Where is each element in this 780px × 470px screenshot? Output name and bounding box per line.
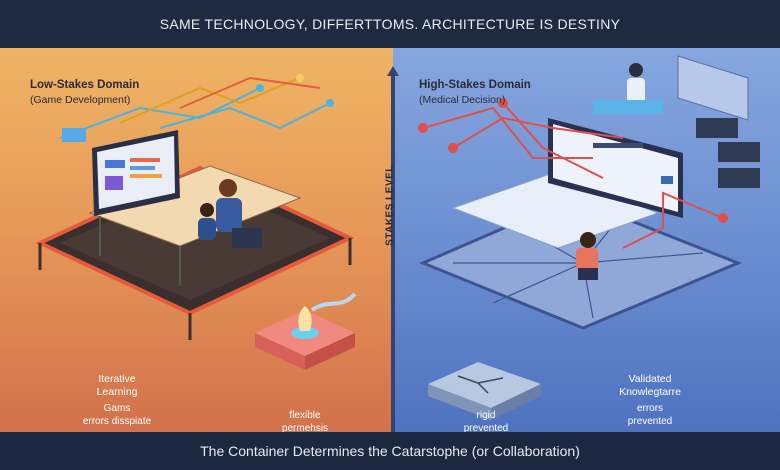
caption-line: Learning <box>96 386 138 398</box>
errors-dissipate-caption: Gams errors disspiate <box>47 402 187 428</box>
caption-line: permehsis <box>281 423 329 434</box>
medical-decision-illustration <box>418 55 760 420</box>
rigid-container-illustration <box>428 362 541 420</box>
footer-text: The Container Determines the Catarstophe… <box>200 443 580 459</box>
caption-line: flexible <box>289 410 321 421</box>
caption-line: prevented <box>463 423 509 434</box>
stakes-level-label: STAKES LEVEL <box>384 165 396 246</box>
caption-line: Iterative <box>98 373 136 385</box>
caption-line: Gams <box>103 403 131 414</box>
header-banner: SAME TECHNOLOGY, DIFFERTTOMS. ARCHITECTU… <box>0 0 780 48</box>
low-stakes-panel: Low-Stakes Domain (Game Development) Ite… <box>0 48 393 435</box>
circuit-lines-illustration <box>59 74 334 142</box>
red-decision-lines-illustration <box>418 98 728 249</box>
developer-with-child-illustration <box>198 179 262 248</box>
iterative-learning-caption: Iterative Learning <box>67 373 167 399</box>
rigid-container-caption: rigid prevented <box>441 409 531 435</box>
high-stakes-panel: High-Stakes Domain (Medical Decision) ri… <box>393 48 780 435</box>
flexible-container-caption: flexible permehsis <box>260 409 350 435</box>
caption-line: Knowlegtarre <box>619 386 681 398</box>
caption-line: errors disspiate <box>82 416 152 427</box>
game-development-illustration <box>35 74 357 370</box>
desk-illustration <box>451 172 660 249</box>
annotation-bubbles-illustration <box>593 100 760 188</box>
patient-illustration <box>576 232 598 280</box>
monitor-illustration <box>92 130 180 216</box>
header-title: SAME TECHNOLOGY, DIFFERTTOMS. ARCHITECTU… <box>159 16 621 32</box>
caption-line: rigid <box>476 410 496 421</box>
low-stakes-subtitle: (Game Development) <box>30 94 131 106</box>
caption-line: errors <box>636 403 664 414</box>
validated-knowledge-caption: Validated Knowlegtarre <box>590 373 710 399</box>
errors-prevented-caption: errors prevented <box>610 402 690 428</box>
stakes-level-arrow-icon <box>387 66 399 432</box>
flexible-container-illustration <box>255 292 357 370</box>
caption-line: Validated <box>628 373 672 385</box>
footer-banner: The Container Determines the Catarstophe… <box>0 432 780 470</box>
high-stakes-title: High-Stakes Domain <box>419 79 531 91</box>
high-stakes-subtitle: (Medical Decision) <box>419 94 506 106</box>
low-stakes-title: Low-Stakes Domain <box>30 79 140 91</box>
monitor-illustration <box>548 118 683 218</box>
caption-line: prevented <box>627 416 673 427</box>
